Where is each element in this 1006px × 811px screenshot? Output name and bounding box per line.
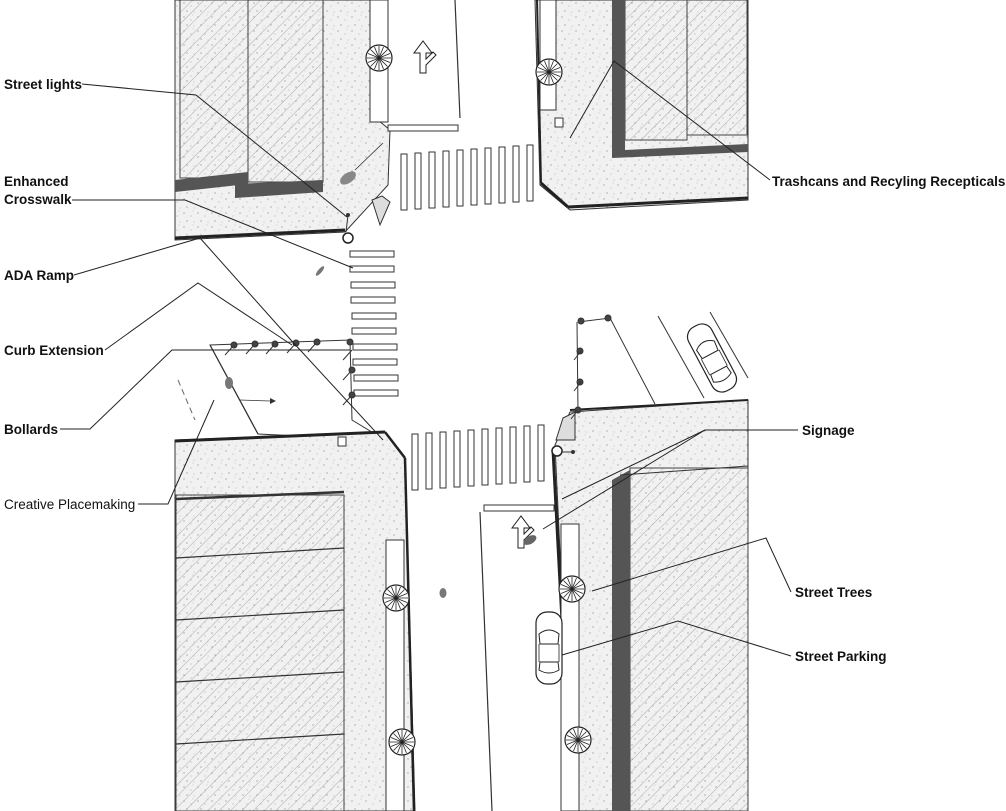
street-tree-icon bbox=[382, 584, 410, 612]
curb-extension-east bbox=[570, 314, 656, 420]
block-top-left bbox=[174, 0, 393, 241]
label-street-lights: Street lights bbox=[4, 77, 82, 92]
car-icon bbox=[535, 611, 563, 685]
trash-receptacle-icon bbox=[554, 117, 564, 128]
crosswalk-north bbox=[400, 144, 534, 211]
street-tree-icon bbox=[388, 728, 416, 756]
label-curb-extension: Curb Extension bbox=[4, 343, 104, 358]
label-creative-placemaking: Creative Placemaking bbox=[4, 497, 135, 512]
curb-extension-west bbox=[177, 339, 386, 441]
label-street-parking: Street Parking bbox=[795, 649, 887, 664]
label-enhanced-crosswalk-line2: Crosswalk bbox=[4, 192, 72, 207]
crosswalk-south bbox=[411, 424, 545, 491]
crosswalk-west bbox=[349, 250, 399, 397]
trash-receptacle-icon bbox=[337, 436, 347, 447]
label-bollards: Bollards bbox=[4, 422, 58, 437]
stop-bar-south bbox=[483, 504, 555, 512]
label-ada-ramp: ADA Ramp bbox=[4, 268, 74, 283]
street-tree-icon bbox=[564, 726, 592, 754]
label-trashcans: Trashcans and Recyling Recepticals bbox=[772, 174, 1005, 189]
bollard-icon bbox=[577, 317, 585, 325]
block-bottom-right bbox=[551, 399, 749, 811]
street-tree-icon bbox=[558, 575, 586, 603]
street-light-icon bbox=[342, 232, 354, 244]
bollard-icon bbox=[348, 391, 356, 399]
angled-parking bbox=[657, 311, 749, 399]
street-tree-icon bbox=[365, 44, 393, 72]
street-tree-icon bbox=[535, 58, 563, 86]
bollard-icon bbox=[346, 338, 354, 346]
label-enhanced-crosswalk-line1: Enhanced bbox=[4, 174, 69, 189]
label-signage: Signage bbox=[802, 423, 855, 438]
block-bottom-left bbox=[174, 430, 416, 811]
bollard-icon bbox=[230, 341, 238, 349]
label-street-trees: Street Trees bbox=[795, 585, 872, 600]
bollard-icon bbox=[604, 314, 612, 322]
labels: Street lights Enhanced Crosswalk ADA Ram… bbox=[4, 77, 1005, 664]
block-top-right bbox=[534, 0, 749, 211]
leader-lines bbox=[60, 60, 798, 657]
bollard-icon bbox=[348, 366, 356, 374]
bollard-icon bbox=[251, 340, 259, 348]
bollard-icon bbox=[313, 338, 321, 346]
bollard-icon bbox=[271, 340, 279, 348]
stop-bar-top bbox=[387, 124, 459, 132]
street-light-icon bbox=[551, 445, 563, 457]
